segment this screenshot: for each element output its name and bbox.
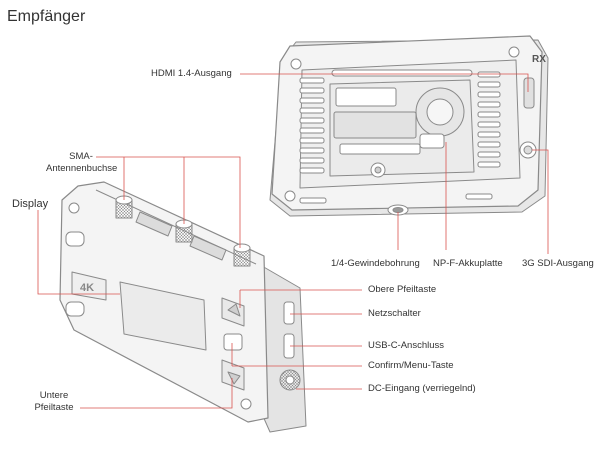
label-lower-line2: Pfeiltaste [34, 402, 74, 413]
label-hdmi-output: HDMI 1.4-Ausgang [151, 68, 232, 79]
label-npf-plate: NP-F-Akkuplatte [433, 258, 503, 269]
label-display: Display [12, 198, 49, 210]
callout-hdmi [240, 73, 529, 92]
callout-display [37, 210, 120, 295]
display-screen [119, 281, 207, 351]
label-dc-input: DC-Eingang (verriegelnd) [368, 383, 476, 394]
label-usbc-port: USB-C-Anschluss [368, 340, 445, 351]
label-sma-line2: Antennenbuchse [46, 163, 118, 174]
page-title: Empfänger [7, 8, 86, 25]
sma-connectors [115, 195, 251, 267]
4k-badge: 4K [80, 282, 94, 294]
npf-battery-plate [329, 79, 475, 177]
front-view-device [59, 181, 307, 433]
label-power-switch: Netzschalter [368, 308, 421, 319]
callout-sdi [532, 149, 549, 254]
right-cooling-fins [477, 71, 501, 168]
rear-view-device [269, 35, 549, 217]
label-sma-line1: SMA- [69, 151, 93, 162]
callout-down-key [80, 378, 233, 409]
label-confirm-menu-key: Confirm/Menu-Taste [368, 360, 454, 371]
label-lower-arrow-key: Untere Pfeiltaste [22, 390, 86, 414]
label-upper-arrow-key: Obere Pfeiltaste [368, 284, 437, 295]
rx-badge: RX [532, 54, 546, 65]
callout-sma [96, 156, 241, 248]
front-buttons [221, 297, 245, 391]
callout-lines [37, 73, 549, 409]
left-cooling-fins [299, 77, 325, 174]
label-sma-antenna: SMA- Antennenbuchse [46, 151, 118, 175]
label-lower-line1: Untere [39, 390, 69, 401]
label-thread-hole: 1/4-Gewindebohrung [331, 258, 420, 269]
label-sdi-output: 3G SDI-Ausgang [522, 258, 594, 269]
